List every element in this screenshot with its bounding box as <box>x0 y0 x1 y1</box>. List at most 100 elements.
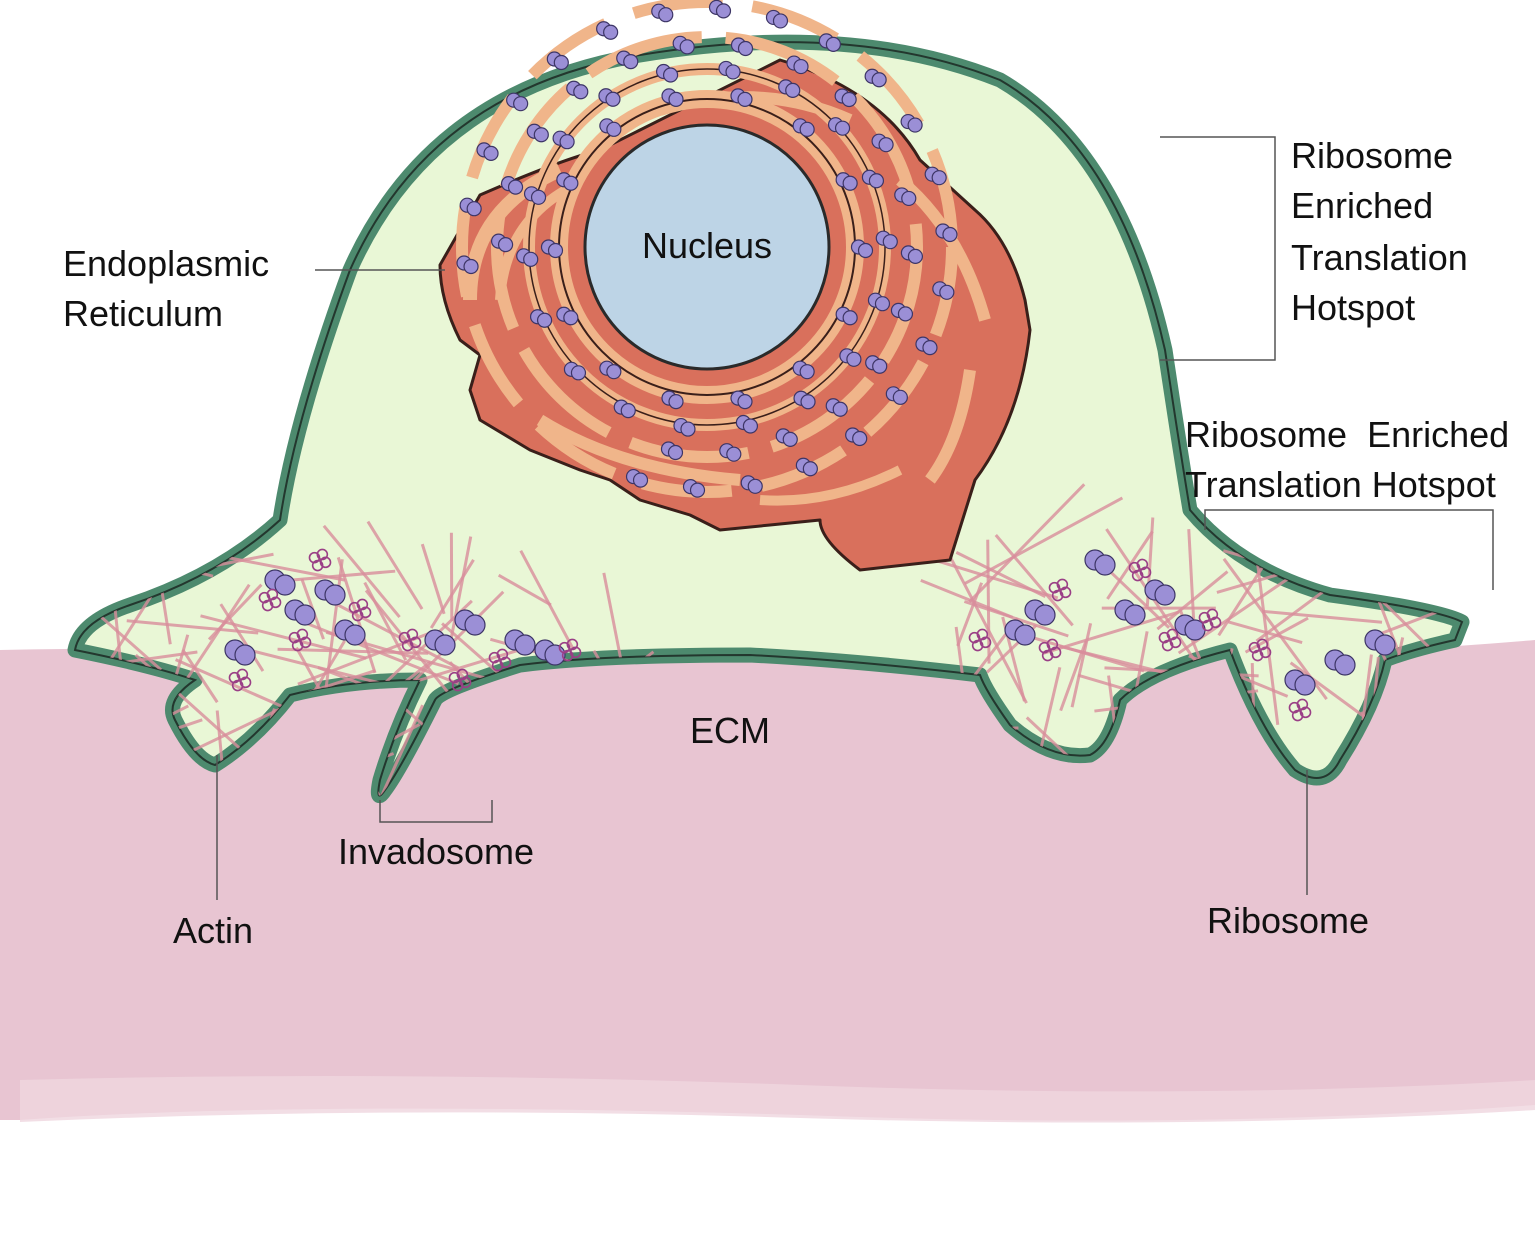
ribosome <box>1004 619 1036 646</box>
actin-filament <box>219 603 265 672</box>
ribosome <box>864 68 887 88</box>
ecm-fade <box>20 1076 1535 1123</box>
mrna-cluster <box>228 668 252 692</box>
actin-filament <box>429 559 475 629</box>
actin-filament <box>1407 498 1462 583</box>
mrna-clusters <box>228 548 1312 722</box>
ribosome <box>616 50 639 70</box>
ribosome <box>500 176 524 195</box>
hotspot-top-label-line1: Ribosome <box>1291 135 1453 176</box>
ribosome <box>900 245 924 265</box>
mrna-cluster <box>448 668 472 692</box>
hotspot-right-bracket <box>1204 509 1494 590</box>
ribosome <box>540 239 564 259</box>
ribosome <box>839 348 862 367</box>
actin-filament <box>1244 616 1309 654</box>
ribosome <box>795 457 818 477</box>
ribosome <box>655 63 679 83</box>
actin-filament <box>1187 529 1196 627</box>
ribosome <box>661 390 684 410</box>
ribosome <box>1284 669 1316 696</box>
nucleus <box>583 123 831 371</box>
invadosome-label: Invadosome <box>338 831 534 872</box>
free-ribosomes <box>224 549 1396 696</box>
ribosome <box>566 80 589 100</box>
actin-filament <box>1156 570 1229 631</box>
ribosome <box>556 172 579 191</box>
ribosome <box>424 629 456 656</box>
ribosome <box>861 169 885 189</box>
ribosome <box>885 386 908 405</box>
actin-filament <box>355 704 425 796</box>
hotspot-right-label-line1: Ribosome Enriched <box>1185 414 1509 455</box>
mrna-cluster <box>1288 698 1312 722</box>
ribosome <box>314 579 346 606</box>
mrna-cluster <box>308 548 332 572</box>
ribosome <box>827 117 851 136</box>
ribosome <box>793 390 816 410</box>
mrna-cluster <box>348 598 372 622</box>
ribosome <box>915 336 938 356</box>
ribosome <box>1024 599 1056 626</box>
ribosome <box>651 3 674 23</box>
ribosome <box>850 239 874 259</box>
ribosome <box>1324 649 1356 676</box>
er-bound-ribosomes <box>456 0 958 498</box>
actin-filament <box>1110 571 1171 629</box>
ribosome <box>708 0 732 19</box>
ribosome <box>865 355 888 374</box>
ribosome <box>625 468 649 488</box>
hotspot-right-label-line2: Translation Hotspot <box>1185 464 1496 505</box>
mrna-cluster <box>1128 558 1152 582</box>
hotspot-top-label-line3: Translation <box>1291 237 1468 278</box>
ribosome <box>792 118 815 137</box>
ribosome <box>1114 599 1146 626</box>
invadosome-bracket <box>379 800 493 823</box>
actin-filament <box>968 483 1086 603</box>
ribosome <box>1174 614 1206 641</box>
leader-lines <box>216 136 1494 900</box>
mrna-cluster <box>968 628 992 652</box>
actin-filament <box>1361 654 1373 721</box>
ribosome <box>894 187 917 207</box>
ribosome <box>818 33 841 52</box>
ribosome <box>552 130 575 150</box>
ribosome <box>1144 579 1176 606</box>
mrna-cluster <box>488 648 512 672</box>
ribosome <box>924 166 947 186</box>
actin-filament <box>497 573 552 607</box>
ribosome <box>682 479 706 498</box>
ribosome <box>792 360 815 380</box>
ribosome <box>284 599 316 626</box>
ribosome <box>932 281 955 300</box>
ribosome-label: Ribosome <box>1207 900 1369 941</box>
mrna-cluster <box>1158 628 1182 652</box>
ribosome <box>867 292 891 312</box>
ribosome <box>1364 629 1396 656</box>
actin-filament <box>420 543 446 615</box>
nucleus-label: Nucleus <box>642 225 772 266</box>
mrna-cluster <box>398 628 422 652</box>
er-label-line1: Endoplasmic <box>63 243 269 284</box>
actin-filament <box>322 524 401 619</box>
ribosome <box>660 441 684 461</box>
ribosome <box>935 223 958 243</box>
ribosome <box>775 428 798 447</box>
ribosome <box>504 629 536 656</box>
ribosome <box>1084 549 1116 576</box>
actin-filament <box>994 534 1074 627</box>
ribosome <box>845 427 868 447</box>
ribosome <box>875 230 898 250</box>
ribosome <box>673 417 696 437</box>
ribosome <box>506 92 529 112</box>
ribosome <box>735 414 759 434</box>
ribosome <box>556 306 579 326</box>
mrna-cluster <box>1248 638 1272 662</box>
ribosome <box>526 123 549 143</box>
actin-filament <box>1070 623 1093 708</box>
ribosome <box>490 233 514 253</box>
ribosome <box>730 88 753 107</box>
actin-filament <box>932 558 1059 600</box>
mrna-cluster <box>1198 608 1222 632</box>
ribosome <box>516 248 539 267</box>
